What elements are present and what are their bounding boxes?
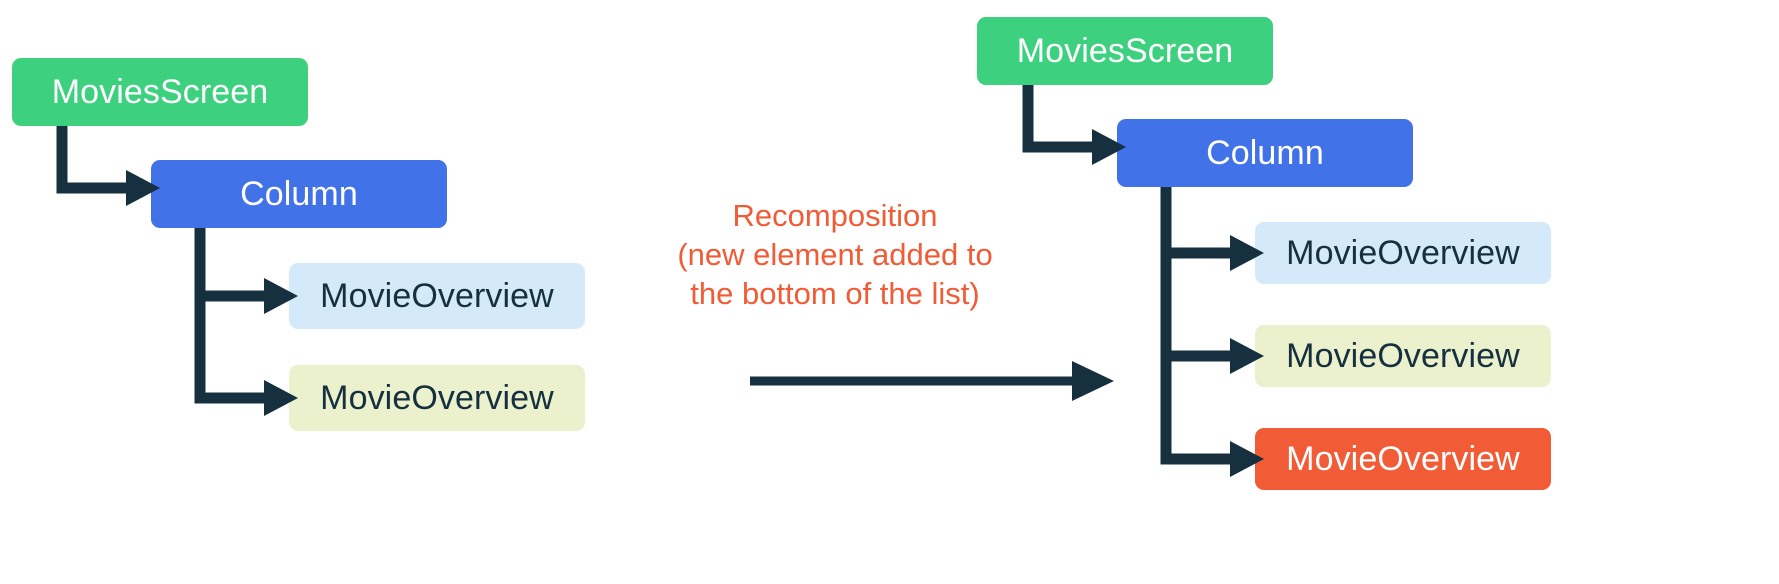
before-node-column: Column: [151, 160, 447, 228]
before-connector-column-to-overview-2: [194, 228, 304, 416]
after-connector-column-to-overview-1: [1160, 187, 1270, 271]
caption-line-2: (new element added to: [677, 237, 993, 273]
before-node-movies-screen: MoviesScreen: [12, 58, 308, 126]
before-connector-column-to-overview-1: [194, 228, 304, 314]
before-connector-moviesscreen-to-column: [56, 126, 166, 206]
after-connector-moviesscreen-to-column: [1022, 85, 1132, 165]
after-node-column: Column: [1117, 119, 1413, 187]
after-node-movie-overview-3-new: MovieOverview: [1255, 428, 1551, 490]
before-node-movie-overview-2: MovieOverview: [289, 365, 585, 431]
recomposition-transition-arrow: [750, 355, 1120, 412]
after-connector-column-to-overview-2: [1160, 187, 1270, 374]
after-node-movie-overview-1: MovieOverview: [1255, 222, 1551, 284]
recomposition-caption: Recomposition (new element added to the …: [655, 196, 1015, 313]
after-node-movies-screen: MoviesScreen: [977, 17, 1273, 85]
before-node-movie-overview-1: MovieOverview: [289, 263, 585, 329]
caption-line-3: the bottom of the list): [690, 276, 980, 312]
after-node-movie-overview-2: MovieOverview: [1255, 325, 1551, 387]
after-connector-column-to-overview-3: [1160, 187, 1270, 477]
caption-line-1: Recomposition: [732, 198, 938, 233]
